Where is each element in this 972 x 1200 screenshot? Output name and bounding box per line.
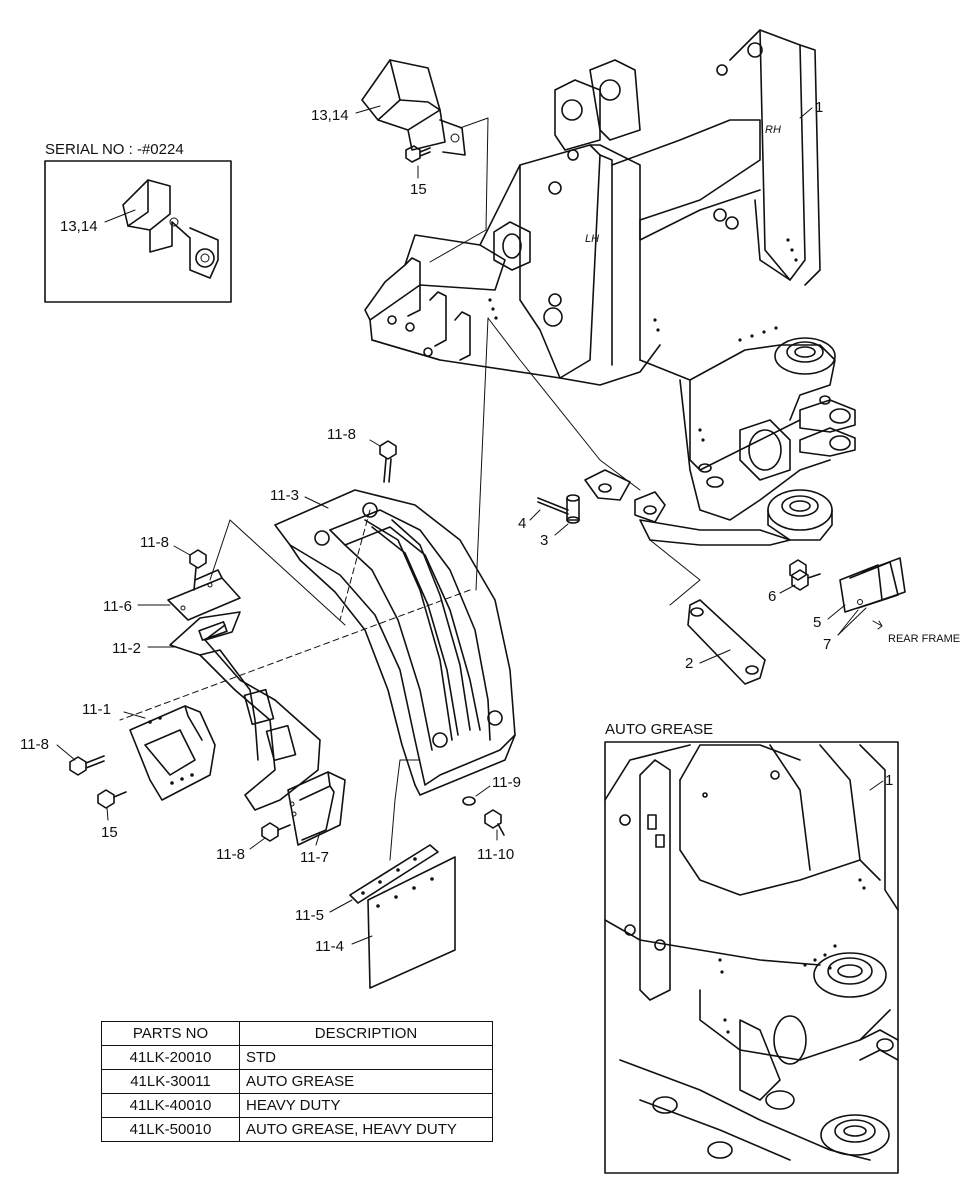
serial-inset-cover-bracket xyxy=(122,179,219,279)
part-15-bolt-left xyxy=(97,789,127,809)
table-row: 41LK-40010 HEAVY DUTY xyxy=(101,1093,493,1118)
parts-no-header: PARTS NO xyxy=(101,1021,240,1046)
callout-11-3: 11-3 xyxy=(270,487,299,504)
part-number-cell: 41LK-50010 xyxy=(101,1117,240,1142)
part-11-10-bolt xyxy=(484,809,505,836)
callout-5: 5 xyxy=(813,614,821,631)
callout-15-left: 15 xyxy=(101,824,118,841)
part-13-14-cover xyxy=(361,59,466,156)
callout-11-2: 11-2 xyxy=(112,640,141,657)
callout-4: 4 xyxy=(518,515,526,532)
table-row: 41LK-30011 AUTO GREASE xyxy=(101,1069,493,1094)
part-11-2-stay xyxy=(169,611,321,811)
part-11-1-bracket xyxy=(129,705,216,801)
part-6-bolts xyxy=(789,559,821,591)
callout-11-10: 11-10 xyxy=(477,846,514,863)
part-5-7-plates xyxy=(839,557,906,613)
front-frame: LH RH xyxy=(364,29,856,546)
frame-mark-lh: LH xyxy=(585,233,599,245)
part-11-8-bolt-top xyxy=(379,440,397,483)
parts-table: PARTS NO DESCRIPTION 41LK-20010 STD 41LK… xyxy=(101,1021,493,1142)
part-11-3-fender xyxy=(274,489,516,796)
parts-table-header-row: PARTS NO DESCRIPTION xyxy=(101,1021,493,1046)
part-11-9-washer xyxy=(462,796,476,806)
part-11-8-bolt-bottom xyxy=(261,822,291,842)
part-11-8-bolt-upper-left xyxy=(189,549,207,591)
callout-15-top: 15 xyxy=(410,181,427,198)
callout-2: 2 xyxy=(685,655,693,672)
description-header: DESCRIPTION xyxy=(239,1021,493,1046)
part-11-4-mud-flap xyxy=(367,856,456,989)
auto-grease-callout-1: 1 xyxy=(885,772,893,789)
part-11-6-bracket xyxy=(167,569,241,621)
callout-11-5: 11-5 xyxy=(295,907,324,924)
auto-grease-inset xyxy=(604,741,899,1174)
callout-11-6: 11-6 xyxy=(103,598,132,615)
description-cell: HEAVY DUTY xyxy=(239,1093,493,1118)
callout-11-1: 11-1 xyxy=(82,701,111,718)
part-number-cell: 41LK-30011 xyxy=(101,1069,240,1094)
serial-inset-title: SERIAL NO : -#0224 xyxy=(45,141,184,158)
serial-inset-border xyxy=(44,160,232,303)
description-cell: STD xyxy=(239,1045,493,1070)
part-number-cell: 41LK-40010 xyxy=(101,1093,240,1118)
callout-11-4: 11-4 xyxy=(315,938,344,955)
callout-11-9: 11-9 xyxy=(492,774,521,791)
callout-13-14: 13,14 xyxy=(311,107,349,124)
part-11-5-plate xyxy=(349,844,439,904)
part-3-pin xyxy=(566,494,580,524)
auto-grease-inset-border xyxy=(604,741,899,1174)
callout-11-8-top: 11-8 xyxy=(327,426,356,443)
part-2-link xyxy=(687,599,766,685)
serial-inset-callout: 13,14 xyxy=(60,218,98,235)
callout-11-8-left: 11-8 xyxy=(20,736,49,753)
serial-inset: 13,14 xyxy=(44,160,232,303)
description-cell: AUTO GREASE xyxy=(239,1069,493,1094)
part-15-bolt-top xyxy=(405,145,431,163)
frame-mark-rh: RH xyxy=(765,124,781,136)
description-cell: AUTO GREASE, HEAVY DUTY xyxy=(239,1117,493,1142)
auto-grease-inset-title: AUTO GREASE xyxy=(605,721,714,738)
callout-11-8-upper-left: 11-8 xyxy=(140,534,169,551)
callout-3: 3 xyxy=(540,532,548,549)
rear-frame-label: REAR FRAME xyxy=(888,633,960,645)
part-11-8-bolt-left xyxy=(69,755,105,776)
callout-11-7: 11-7 xyxy=(300,849,329,866)
part-4-rod xyxy=(537,497,569,515)
part-11-7-bracket xyxy=(287,771,346,846)
callout-1: 1 xyxy=(815,99,823,116)
part-number-cell: 41LK-20010 xyxy=(101,1045,240,1070)
callout-7: 7 xyxy=(823,636,831,653)
callout-6: 6 xyxy=(768,588,776,605)
callout-11-8-bottom: 11-8 xyxy=(216,846,245,863)
table-row: 41LK-20010 STD xyxy=(101,1045,493,1070)
table-row: 41LK-50010 AUTO GREASE, HEAVY DUTY xyxy=(101,1117,493,1142)
